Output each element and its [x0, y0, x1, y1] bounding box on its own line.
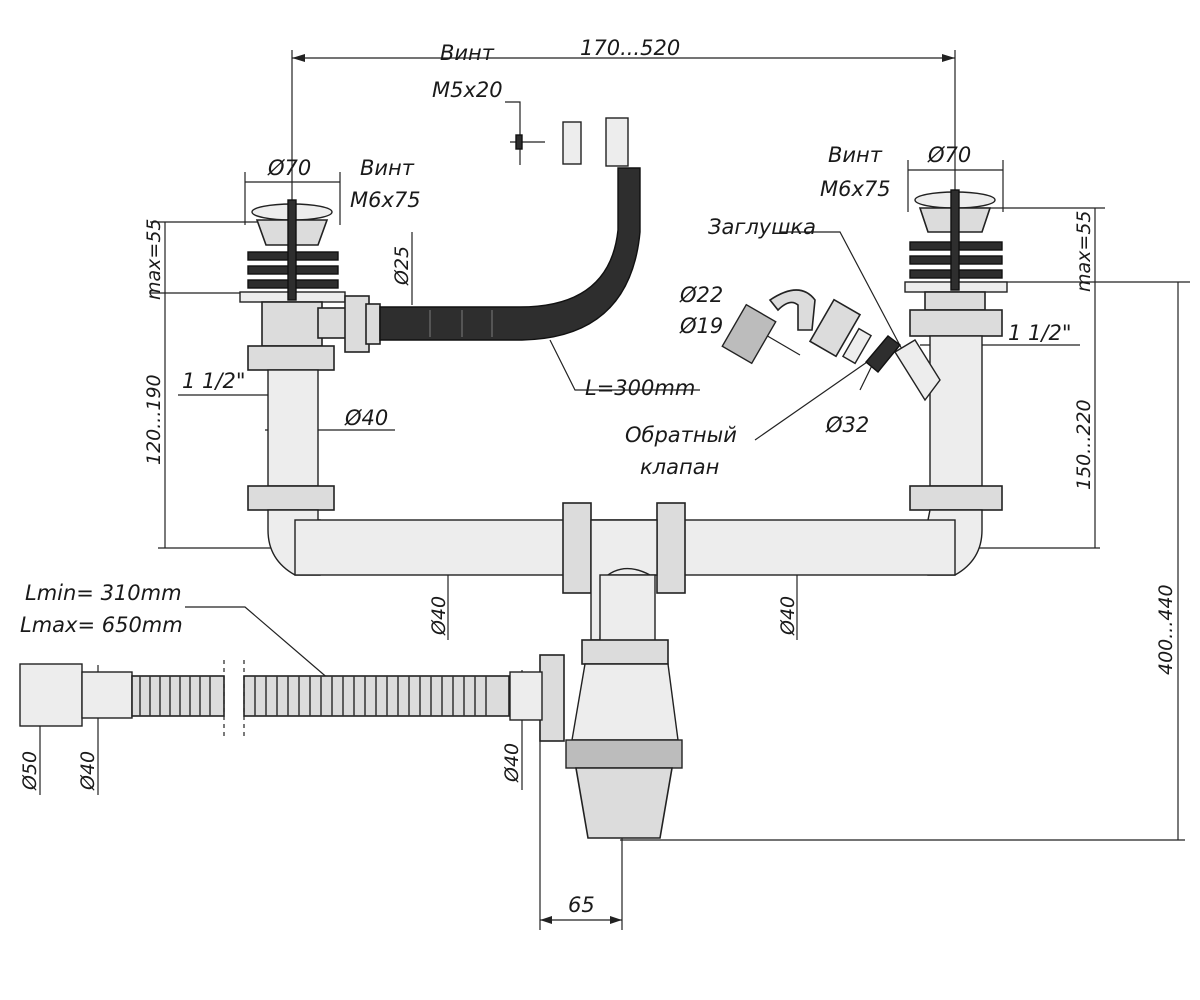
- horizontal-pipe: [294, 502, 956, 646]
- right-screw-size-label: M6x75: [820, 177, 891, 201]
- corrugated-hose: [19, 660, 510, 740]
- left-diameter-label: Ø70: [267, 156, 311, 180]
- d50-label: Ø50: [19, 751, 41, 791]
- d40-corrugated-label: Ø40: [77, 751, 99, 791]
- left-height-label: 120...190: [143, 374, 165, 465]
- lmin-label: Lmin= 310mm: [25, 581, 182, 605]
- pipe-diameter-left-label: Ø40: [428, 596, 450, 636]
- left-drain-assembly: [239, 199, 381, 576]
- left-screw-label: Винт: [360, 156, 415, 180]
- d19-label: Ø19: [679, 314, 723, 338]
- d32-label: Ø32: [825, 413, 869, 437]
- right-height-label: 150...220: [1073, 399, 1095, 490]
- plug-parts: [721, 289, 873, 365]
- overflow-hose: [379, 117, 641, 341]
- check-valve-label-1: Обратный: [625, 423, 737, 447]
- plug-label: Заглушка: [708, 215, 816, 239]
- hose-length-label: L=300mm: [585, 376, 695, 400]
- left-thread-label: 1 1/2": [182, 369, 246, 393]
- right-screw-label: Винт: [828, 143, 883, 167]
- check-valve-label-2: клапан: [640, 455, 719, 479]
- offset-label: 65: [568, 893, 595, 917]
- right-drain-assembly: [865, 189, 1008, 576]
- left-pipe-diameter-label: Ø40: [344, 406, 388, 430]
- right-thread-label: 1 1/2": [1008, 321, 1072, 345]
- lmax-label: Lmax= 650mm: [20, 613, 183, 637]
- d40-siphon-label: Ø40: [501, 743, 523, 783]
- right-max-label: max=55: [1073, 211, 1095, 293]
- screw-top-size-label: M5x20: [432, 78, 503, 102]
- overall-width-label: 170...520: [580, 36, 680, 60]
- screw-top-label: Винт: [440, 41, 495, 65]
- left-screw-size-label: M6x75: [350, 188, 421, 212]
- right-diameter-label: Ø70: [927, 143, 971, 167]
- total-height-label: 400...440: [1155, 584, 1177, 675]
- hose-diameter-label: Ø25: [391, 246, 413, 286]
- bottle-trap: [509, 639, 683, 839]
- text-labels: Винт 170...520 M5x20 Ø70 Винт M6x75 Винт…: [19, 36, 1177, 917]
- d22-label: Ø22: [679, 283, 723, 307]
- pipe-diameter-right-label: Ø40: [777, 596, 799, 636]
- left-max-label: max=55: [143, 219, 165, 301]
